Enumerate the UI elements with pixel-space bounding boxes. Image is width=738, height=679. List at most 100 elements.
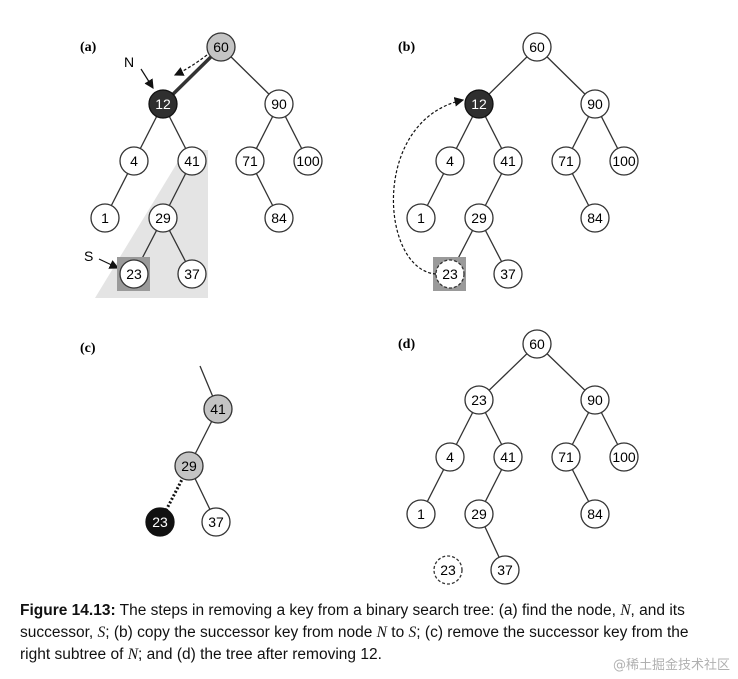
tree-d-node: 1 — [406, 499, 436, 529]
svg-text:41: 41 — [500, 449, 516, 465]
svg-text:23: 23 — [442, 266, 458, 282]
caption-text: to — [387, 624, 409, 641]
tree-a-node: 71 — [235, 146, 265, 176]
panel-b: (b) 60 12 90 4 41 71 100 1 29 84 23 37 — [392, 32, 639, 291]
caption-text: , and its successor, — [20, 602, 685, 641]
tree-b-node: 100 — [609, 146, 639, 176]
svg-text:4: 4 — [130, 153, 138, 169]
svg-text:84: 84 — [587, 210, 603, 226]
tree-b-node: 4 — [435, 146, 465, 176]
tree-a-node: 37 — [177, 259, 207, 289]
tree-a-node: 4 — [119, 146, 149, 176]
tree-a-node: 60 — [206, 32, 236, 62]
tree-b-node: 37 — [493, 259, 523, 289]
tree-a-node: 84 — [264, 203, 294, 233]
svg-text:23: 23 — [152, 514, 168, 530]
label-S: S — [84, 248, 93, 264]
svg-text:23: 23 — [126, 266, 142, 282]
svg-text:23: 23 — [440, 562, 456, 578]
caption-var: N — [620, 602, 631, 619]
tree-a-node: 1 — [90, 203, 120, 233]
svg-text:37: 37 — [184, 266, 200, 282]
svg-text:90: 90 — [271, 96, 287, 112]
svg-text:37: 37 — [500, 266, 516, 282]
caption-var: S — [97, 624, 106, 641]
tree-c-node: 29 — [174, 451, 204, 481]
svg-text:37: 37 — [208, 514, 224, 530]
tree-c-node: 37 — [201, 507, 231, 537]
svg-text:60: 60 — [529, 39, 545, 55]
caption-text: The steps in removing a key from a binar… — [115, 602, 621, 619]
panel-label-b: (b) — [398, 40, 415, 55]
svg-text:12: 12 — [471, 96, 487, 112]
search-path-arrow — [173, 54, 208, 76]
panel-label-c: (c) — [80, 341, 96, 356]
watermark: @稀土掘金技术社区 — [612, 658, 730, 673]
svg-text:29: 29 — [471, 210, 487, 226]
caption-text: ; and (d) the tree after removing 12. — [138, 646, 382, 663]
tree-b-node: 60 — [522, 32, 552, 62]
tree-d-node: 41 — [493, 442, 523, 472]
figure-number: Figure 14.13: — [20, 602, 116, 619]
svg-text:90: 90 — [587, 96, 603, 112]
svg-text:29: 29 — [181, 458, 197, 474]
svg-text:71: 71 — [558, 449, 574, 465]
panel-a: (a) N S 60 12 90 4 41 — [80, 32, 323, 298]
tree-c-edges — [188, 365, 219, 523]
tree-d-node: 90 — [580, 385, 610, 415]
tree-b-node: 41 — [493, 146, 523, 176]
tree-b-node: 23 — [435, 259, 465, 289]
label-N: N — [124, 54, 134, 70]
tree-d-node: 60 — [522, 329, 552, 359]
svg-text:23: 23 — [471, 392, 487, 408]
tree-b-node: 1 — [406, 203, 436, 233]
tree-a-node: 29 — [148, 203, 178, 233]
caption-var: N — [127, 646, 139, 663]
tree-d-node: 71 — [551, 442, 581, 472]
caption-var: S — [408, 624, 417, 641]
copy-key-arrow — [392, 97, 465, 275]
svg-text:84: 84 — [271, 210, 287, 226]
svg-text:60: 60 — [529, 336, 545, 352]
svg-text:41: 41 — [184, 153, 200, 169]
svg-text:41: 41 — [210, 401, 226, 417]
tree-a-node: 90 — [264, 89, 294, 119]
tree-b-node: 84 — [580, 203, 610, 233]
caption-var: N — [376, 624, 387, 641]
caption-text: ; (c) remove the successor key from the … — [20, 624, 689, 663]
svg-text:4: 4 — [446, 449, 454, 465]
svg-text:90: 90 — [587, 392, 603, 408]
tree-b-node: 71 — [551, 146, 581, 176]
svg-text:84: 84 — [587, 506, 603, 522]
tree-d-node: 29 — [464, 499, 494, 529]
tree-b-node: 29 — [464, 203, 494, 233]
svg-text:12: 12 — [155, 96, 171, 112]
caption-text: ; (b) copy the successor key from node — [105, 624, 377, 641]
svg-text:60: 60 — [213, 39, 229, 55]
svg-text:1: 1 — [417, 210, 425, 226]
tree-b-node: 90 — [580, 89, 610, 119]
tree-c-node: 23 — [145, 507, 175, 537]
svg-text:4: 4 — [446, 153, 454, 169]
svg-text:100: 100 — [612, 153, 636, 169]
tree-d-node: 23 — [464, 385, 494, 415]
svg-text:1: 1 — [417, 506, 425, 522]
panel-label-a: (a) — [80, 40, 97, 55]
tree-d-node: 4 — [435, 442, 465, 472]
figure-caption: Figure 14.13: The steps in removing a ke… — [20, 600, 720, 666]
tree-d-node: 100 — [609, 442, 639, 472]
svg-text:71: 71 — [242, 153, 258, 169]
tree-a-node: 41 — [177, 146, 207, 176]
tree-a-node: 12 — [148, 89, 178, 119]
svg-text:1: 1 — [101, 210, 109, 226]
tree-b-node: 12 — [464, 89, 494, 119]
svg-text:100: 100 — [296, 153, 320, 169]
svg-text:37: 37 — [497, 562, 513, 578]
tree-a-node: 100 — [293, 146, 323, 176]
bst-removal-diagram: (a) N S 60 12 90 4 41 — [80, 32, 639, 585]
arrow-N — [140, 68, 154, 90]
svg-text:29: 29 — [155, 210, 171, 226]
svg-text:71: 71 — [558, 153, 574, 169]
tree-d-node: 84 — [580, 499, 610, 529]
arrow-S — [98, 258, 120, 269]
